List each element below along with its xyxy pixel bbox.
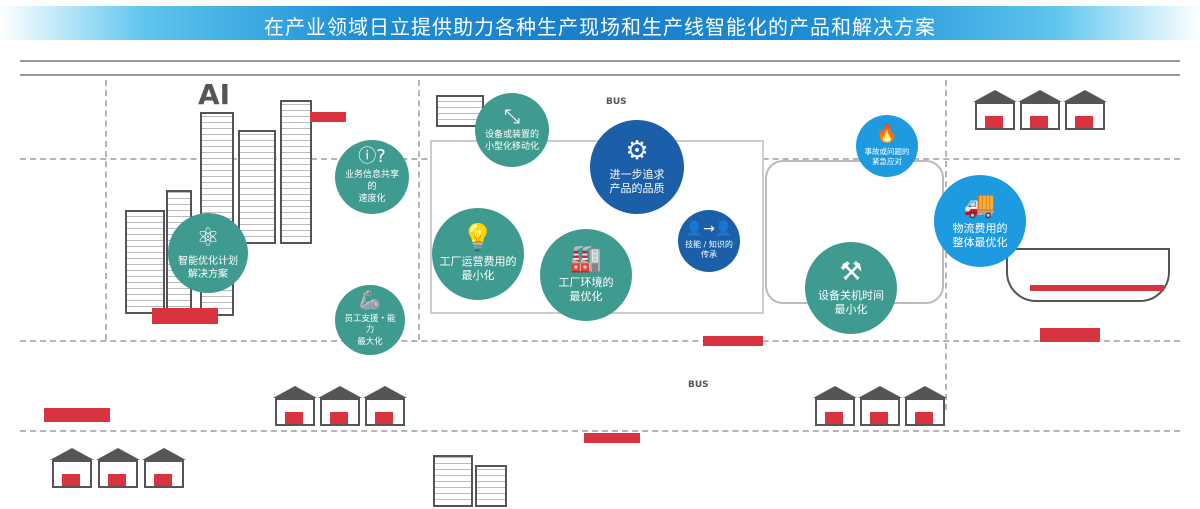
info-question-icon: ⓘ? <box>358 146 386 168</box>
solution-downtime-minimization[interactable]: ⚒ 设备关机时间 最小化 <box>805 242 897 334</box>
lightbulb-icon: 💡 <box>461 222 495 253</box>
truck <box>1040 328 1100 342</box>
warehouse <box>858 386 902 426</box>
bus <box>703 336 763 346</box>
atom-icon: ⚛ <box>196 223 220 253</box>
page-title: 在产业领域日立提供助力各种生产现场和生产线智能化的产品和解决方案 <box>264 15 936 39</box>
road-line <box>20 430 1180 432</box>
tower-antenna <box>310 112 346 122</box>
road-top <box>20 60 1180 76</box>
factory-icon: 🏭 <box>569 243 603 274</box>
building <box>433 455 473 507</box>
warehouse <box>273 386 317 426</box>
robot-arm-person-icon: 🦾 <box>358 290 382 312</box>
warehouse <box>363 386 407 426</box>
warehouse <box>96 448 140 488</box>
solution-logistics-cost[interactable]: 🚚 物流费用的 整体最优化 <box>934 175 1026 267</box>
ai-building-sign: AI <box>198 78 231 111</box>
building <box>280 100 312 244</box>
warehouse <box>903 386 947 426</box>
ship <box>1006 248 1170 302</box>
building <box>238 130 276 244</box>
solution-smart-planning[interactable]: ⚛ 智能优化计划 解决方案 <box>168 213 248 293</box>
building <box>475 465 507 507</box>
warehouse <box>973 90 1017 130</box>
bus-stop-label: BUS <box>688 380 709 390</box>
bus <box>584 433 640 443</box>
solution-operating-cost[interactable]: 💡 工厂运营费用的 最小化 <box>432 208 524 300</box>
solution-factory-environment[interactable]: 🏭 工厂环境的 最优化 <box>540 229 632 321</box>
shrink-device-icon: ⤡ <box>504 104 520 129</box>
road-line <box>418 80 420 340</box>
warehouse <box>813 386 857 426</box>
warehouse <box>50 448 94 488</box>
bus-stop-label: BUS <box>606 97 627 107</box>
truck <box>44 408 110 422</box>
tools-icon: ⚒ <box>839 256 863 287</box>
title-banner: 在产业领域日立提供助力各种生产现场和生产线智能化的产品和解决方案 <box>0 6 1200 40</box>
truck <box>152 308 218 324</box>
knowledge-transfer-icon: 👤→👤 <box>685 220 733 237</box>
solution-info-sharing[interactable]: ⓘ? 业务信息共享的 速度化 <box>335 140 409 214</box>
solution-staff-support[interactable]: 🦾 员工支援・能力 最大化 <box>335 285 405 355</box>
solution-device-miniaturization[interactable]: ⤡ 设备或装置的 小型化移动化 <box>475 93 549 167</box>
ship-stripe <box>1030 285 1164 291</box>
gear-icon: ⚙ <box>625 135 649 166</box>
solution-product-quality[interactable]: ⚙ 进一步追求 产品的品质 <box>590 120 684 214</box>
building <box>125 210 165 314</box>
solution-emergency-response[interactable]: 🔥 事故或问题的 紧急应对 <box>856 115 918 177</box>
solution-knowledge-transfer[interactable]: 👤→👤 技能 / 知识的 传承 <box>678 210 740 272</box>
truck-icon: 🚚 <box>963 189 997 220</box>
warehouse <box>1018 90 1062 130</box>
warehouse <box>318 386 362 426</box>
warehouse <box>1063 90 1107 130</box>
fire-icon: 🔥 <box>875 123 899 145</box>
warehouse <box>142 448 186 488</box>
road-line <box>105 80 107 340</box>
road-line <box>20 340 1180 342</box>
